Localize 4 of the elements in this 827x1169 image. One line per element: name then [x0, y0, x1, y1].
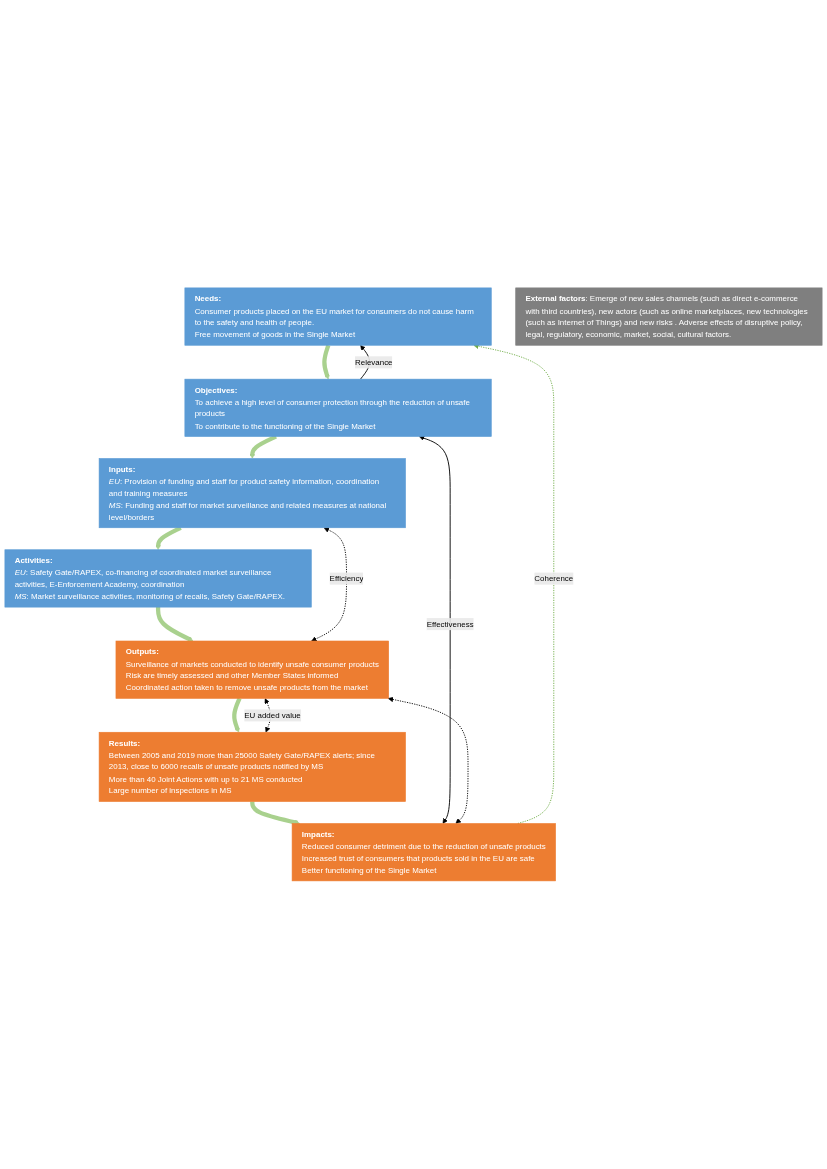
arrow — [322, 344, 331, 380]
arrow — [155, 607, 194, 642]
arrow — [232, 697, 242, 733]
arrow — [250, 801, 301, 826]
